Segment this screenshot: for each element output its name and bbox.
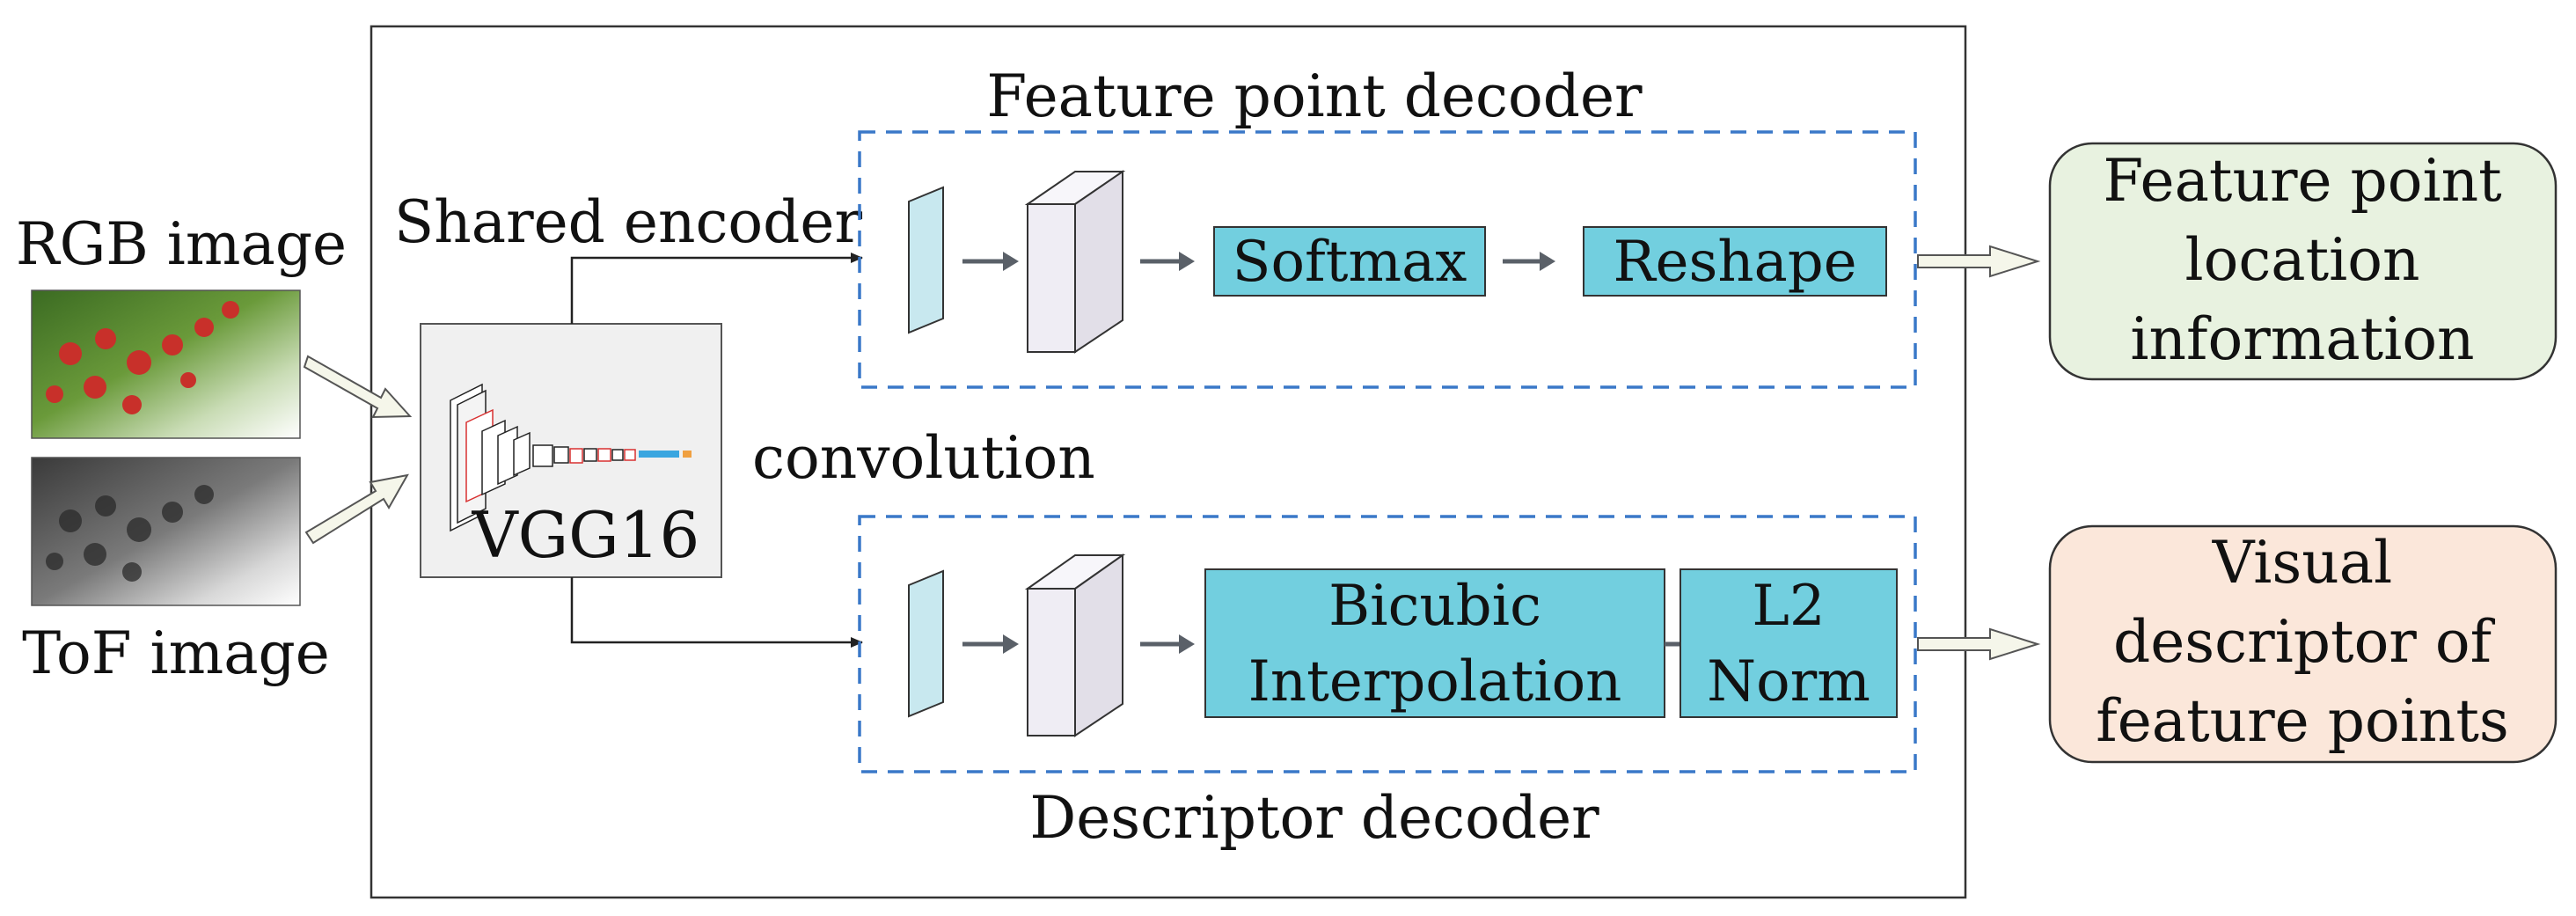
bicubic-interpolation-box: Bicubic Interpolation [1204, 568, 1665, 718]
vgg16-block: VGG16 [420, 323, 722, 578]
rgb-image-label: RGB image [16, 210, 347, 278]
visual-descriptor-line-1: Visual [2212, 529, 2392, 597]
l2-label-line-1: L2 [1752, 574, 1825, 639]
descriptor-arrow-1-head [1003, 634, 1019, 654]
rgb-input-arrow [303, 355, 413, 419]
tof-image [31, 457, 301, 606]
softmax-label: Softmax [1233, 230, 1467, 295]
visual-descriptor-line-3: feature points [2096, 687, 2508, 755]
tof-image-label: ToF image [22, 619, 330, 687]
feature-arrow-2-head [1179, 252, 1195, 271]
descriptor-output-arrow [1917, 627, 2041, 661]
softmax-box: Softmax [1213, 226, 1486, 297]
feature-arrow-3-head [1540, 252, 1555, 271]
encoder-to-feature-connector [570, 253, 863, 324]
reshape-label: Reshape [1613, 230, 1856, 295]
descriptor-decoder-title: Descriptor decoder [1029, 784, 1599, 852]
l2-label-line-2: Norm [1707, 649, 1870, 714]
visual-descriptor-output: Visual descriptor of feature points [2048, 524, 2558, 764]
feature-output-arrow [1917, 245, 2041, 278]
rgb-image [31, 289, 301, 439]
feature-location-output: Feature point location information [2048, 142, 2558, 381]
descriptor-block-layer [1024, 553, 1126, 737]
shared-encoder-label: Shared encoder [394, 188, 862, 256]
feature-decoder-title: Feature point decoder [986, 62, 1643, 130]
encoder-to-descriptor-connector [570, 577, 863, 648]
visual-descriptor-line-2: descriptor of [2113, 608, 2496, 676]
feature-location-line-3: information [2130, 305, 2474, 373]
convolution-label: convolution [752, 424, 1095, 492]
bicubic-label-line-1: Bicubic [1328, 574, 1541, 639]
feature-arrow-1-head [1003, 252, 1019, 271]
reshape-box: Reshape [1583, 226, 1887, 297]
feature-location-line-1: Feature point [2103, 147, 2501, 215]
descriptor-slab-layer [908, 569, 944, 718]
vgg16-label: VGG16 [472, 498, 700, 572]
feature-decoder-frame [858, 130, 1917, 389]
feature-location-line-2: location [2184, 226, 2419, 294]
feature-block-layer [1024, 170, 1126, 354]
feature-slab-layer [908, 186, 944, 334]
descriptor-decoder-frame [858, 515, 1917, 773]
descriptor-arrow-2-head [1179, 634, 1195, 654]
l2-norm-box: L2 Norm [1680, 568, 1898, 718]
tof-input-arrow [304, 473, 409, 545]
system-frame [370, 25, 1967, 899]
bicubic-label-line-2: Interpolation [1248, 649, 1622, 714]
